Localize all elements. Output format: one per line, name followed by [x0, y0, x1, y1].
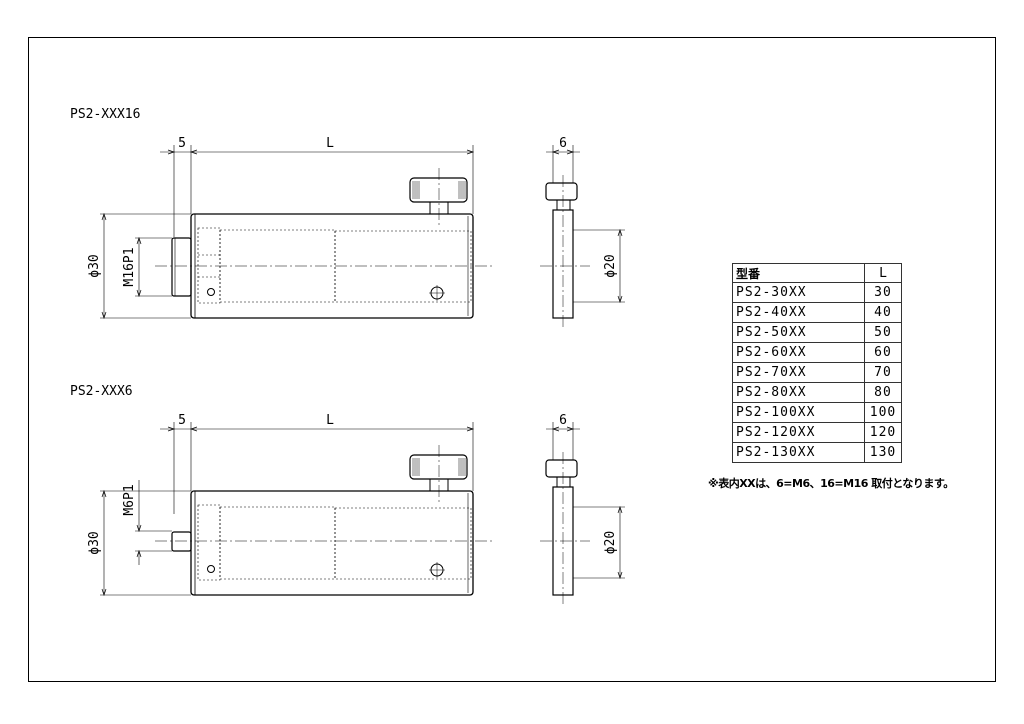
dimension-arrow [189, 149, 198, 155]
dimension-arrow [466, 149, 475, 155]
dimension-arrow [101, 588, 107, 597]
side-dim-width-label: 6 [559, 136, 567, 151]
dimension-arrow [136, 549, 142, 558]
side-dim-diameter-label: ϕ20 [603, 254, 618, 277]
thread-boss [171, 531, 192, 552]
dimension-arrow [466, 426, 475, 432]
length-cell: 60 [864, 342, 902, 363]
dim-diameter-label: ϕ30 [87, 254, 102, 277]
model-cell: PS2-120XX [732, 422, 865, 443]
dimension-arrow [551, 426, 560, 432]
length-cell: 30 [864, 282, 902, 303]
model-cell: PS2-40XX [732, 302, 865, 323]
length-cell: 50 [864, 322, 902, 343]
dimension-arrow [617, 295, 623, 304]
dim-diameter-label: ϕ30 [87, 531, 102, 554]
model-cell: PS2-50XX [732, 322, 865, 343]
dimension-arrow [566, 149, 575, 155]
pin-hole [207, 565, 215, 573]
table-note: ※表内XXは、6=M6、16=M16 取付となります。 [708, 477, 954, 490]
model-cell: PS2-100XX [732, 402, 865, 423]
hidden-bore [334, 230, 472, 303]
length-cell: 40 [864, 302, 902, 323]
drawing-title: PS2-XXX6 [70, 384, 133, 399]
side-dim-diameter-label: ϕ20 [603, 531, 618, 554]
header-length: L [864, 263, 902, 283]
length-cell: 80 [864, 382, 902, 403]
length-cell: 70 [864, 362, 902, 383]
dimension-arrow [101, 212, 107, 221]
model-cell: PS2-80XX [732, 382, 865, 403]
dimension-arrow [167, 149, 176, 155]
cylinder-body [190, 490, 474, 596]
length-cell: 120 [864, 422, 902, 443]
dimension-arrow [136, 289, 142, 298]
dimension-arrow [617, 505, 623, 514]
dim-length-label: L [326, 136, 334, 151]
side-view-knob [545, 459, 578, 478]
dim-offset-label: 5 [178, 136, 186, 151]
dimension-arrow [136, 524, 142, 533]
dim-thread-label: M6P1 [122, 484, 137, 515]
model-cell: PS2-70XX [732, 362, 865, 383]
model-cell: PS2-60XX [732, 342, 865, 363]
side-view-knob [545, 182, 578, 201]
hidden-bore [219, 506, 336, 580]
dimension-arrow [101, 311, 107, 320]
dimension-arrow [551, 149, 560, 155]
dimension-arrow [101, 489, 107, 498]
model-cell: PS2-130XX [732, 442, 865, 463]
dimension-arrow [189, 426, 198, 432]
hidden-counterbore [197, 504, 221, 581]
length-cell: 100 [864, 402, 902, 423]
model-cell: PS2-30XX [732, 282, 865, 303]
drawing-frame [28, 37, 996, 682]
dim-length-label: L [326, 413, 334, 428]
header-model: 型番 [732, 263, 865, 283]
side-dim-width-label: 6 [559, 413, 567, 428]
dimension-arrow [617, 571, 623, 580]
dimension-arrow [566, 426, 575, 432]
knob-head [409, 177, 468, 203]
hidden-counterbore [197, 227, 221, 304]
pin-hole [207, 288, 215, 296]
dimension-arrow [617, 228, 623, 237]
dimension-arrow [136, 236, 142, 245]
thread-boss [171, 237, 192, 297]
dim-thread-label: M16P1 [122, 247, 137, 286]
length-cell: 130 [864, 442, 902, 463]
dim-offset-label: 5 [178, 413, 186, 428]
knob-head [409, 454, 468, 480]
drawing-title: PS2-XXX16 [70, 107, 140, 122]
side-view-stem [556, 199, 571, 211]
dimension-arrow [167, 426, 176, 432]
hidden-bore [334, 507, 472, 580]
side-view-stem [556, 476, 571, 488]
